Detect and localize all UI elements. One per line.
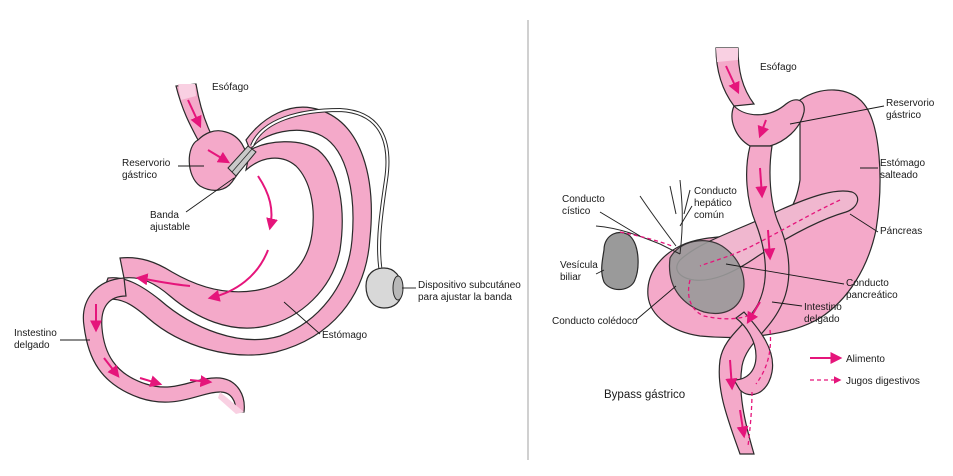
right-label-vesicula-2: biliar <box>560 272 582 283</box>
right-label-coledoco: Conducto colédoco <box>552 316 638 327</box>
right-label-conducto-pancreatico: Conducto <box>846 278 889 289</box>
right-label-conducto-pancreatico-2: pancreático <box>846 290 898 301</box>
right-label-hepatico: Conducto <box>694 186 737 197</box>
right-food-arrows <box>725 65 776 439</box>
right-label-conducto-cistico-2: cístico <box>562 206 591 217</box>
legend: Alimento Jugos digestivos <box>810 352 920 387</box>
right-label-hepatico-3: común <box>694 210 724 221</box>
label-banda: Banda <box>150 210 179 221</box>
subcutaneous-port-icon <box>365 267 404 309</box>
right-label-hepatico-2: hepático <box>694 198 732 209</box>
right-panel-title: Bypass gástrico <box>604 389 685 401</box>
right-esophagus <box>715 47 756 107</box>
adjustable-band <box>227 145 257 177</box>
right-panel-gastric-bypass: Esófago Reservorio gástrico Estómago sal… <box>552 47 935 455</box>
right-label-estomago: Estómago <box>880 158 925 169</box>
bile-ducts <box>595 179 691 255</box>
left-food-arrows <box>90 99 278 388</box>
label-banda-2: ajustable <box>150 222 190 233</box>
legend-alimento: Alimento <box>846 354 885 365</box>
right-juice-arrows <box>619 199 841 447</box>
right-gastric-pouch <box>731 99 805 147</box>
label-dispositivo-2: para ajustar la banda <box>418 292 512 303</box>
legend-jugos: Jugos digestivos <box>846 376 920 387</box>
gallbladder <box>601 231 639 291</box>
label-intestino-2: delgado <box>14 340 50 351</box>
right-label-estomago-2: salteado <box>880 170 918 181</box>
label-esofago: Esófago <box>212 82 249 93</box>
label-estomago: Estómago <box>322 330 367 341</box>
label-intestino: Instestino <box>14 328 57 339</box>
right-label-reservorio: Reservorio <box>886 98 935 109</box>
label-reservorio-2: gástrico <box>122 170 157 181</box>
right-label-pancreas: Páncreas <box>880 226 922 237</box>
right-label-intestino: Intestino <box>804 302 842 313</box>
left-panel-gastric-band: Esófago Reservorio gástrico Banda ajusta… <box>14 82 521 414</box>
right-label-reservorio-2: gástrico <box>886 110 921 121</box>
right-label-esofago: Esófago <box>760 62 797 73</box>
label-reservorio: Reservorio <box>122 158 171 169</box>
right-label-vesicula: Vesícula <box>560 260 598 271</box>
label-dispositivo: Dispositivo subcutáneo <box>418 280 521 291</box>
right-label-conducto-cistico: Conducto <box>562 194 605 205</box>
right-label-intestino-2: delgado <box>804 314 840 325</box>
